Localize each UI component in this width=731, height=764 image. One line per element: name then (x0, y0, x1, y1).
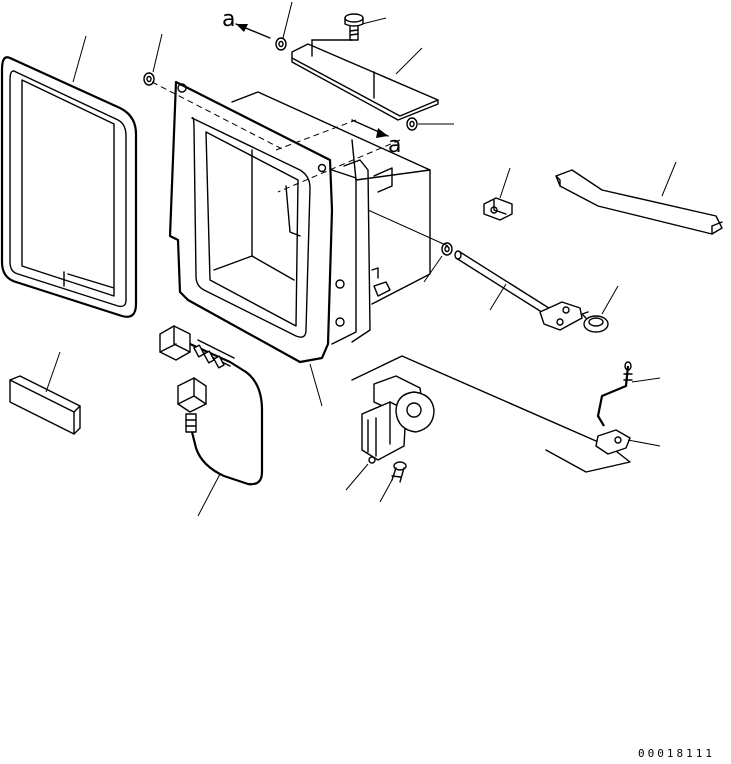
assembly-line-1 (151, 81, 285, 151)
leader-cover-plate (395, 47, 423, 75)
view-mark-label: a (388, 133, 401, 158)
drawing-code: 00018111 (638, 747, 715, 760)
bolt (344, 13, 364, 41)
view-mark-label: a (222, 7, 235, 32)
seal-strip (9, 375, 81, 435)
leader-bolt (361, 17, 387, 25)
actuator-motor (351, 355, 631, 473)
wire-harness (159, 325, 264, 486)
leader-washer-1 (152, 33, 163, 73)
leader-screw (379, 479, 393, 503)
leader-frame-gasket (72, 35, 87, 83)
leader-actuator-motor (345, 463, 369, 491)
leader-rod (489, 283, 507, 311)
leader-link-plate (627, 439, 661, 447)
clamp (581, 311, 609, 333)
view-mark-1: a (222, 7, 271, 39)
leader-link-arm (631, 377, 661, 383)
leader-blower-case (309, 363, 323, 407)
frame-gasket (0, 56, 138, 318)
leader-wire-harness (197, 473, 221, 517)
leader-lever (661, 161, 677, 197)
leader-clip (499, 167, 511, 199)
link-plate (595, 429, 631, 455)
leader-washer-2 (282, 1, 293, 39)
clip (483, 197, 513, 221)
screw (391, 461, 407, 483)
leader-seal-strip (45, 351, 61, 393)
lever (555, 169, 723, 235)
view-mark-2: a (351, 119, 401, 158)
leader-clamp (601, 285, 619, 315)
rod (454, 250, 583, 331)
assembly-line-3 (277, 139, 401, 193)
assembly-line-4 (367, 209, 449, 247)
blower-case (168, 80, 431, 364)
assembly-line-2 (275, 119, 357, 151)
link-arm (596, 361, 633, 427)
cover-plate (291, 39, 439, 121)
leader-washer-4 (423, 255, 443, 283)
washer (143, 37, 453, 256)
